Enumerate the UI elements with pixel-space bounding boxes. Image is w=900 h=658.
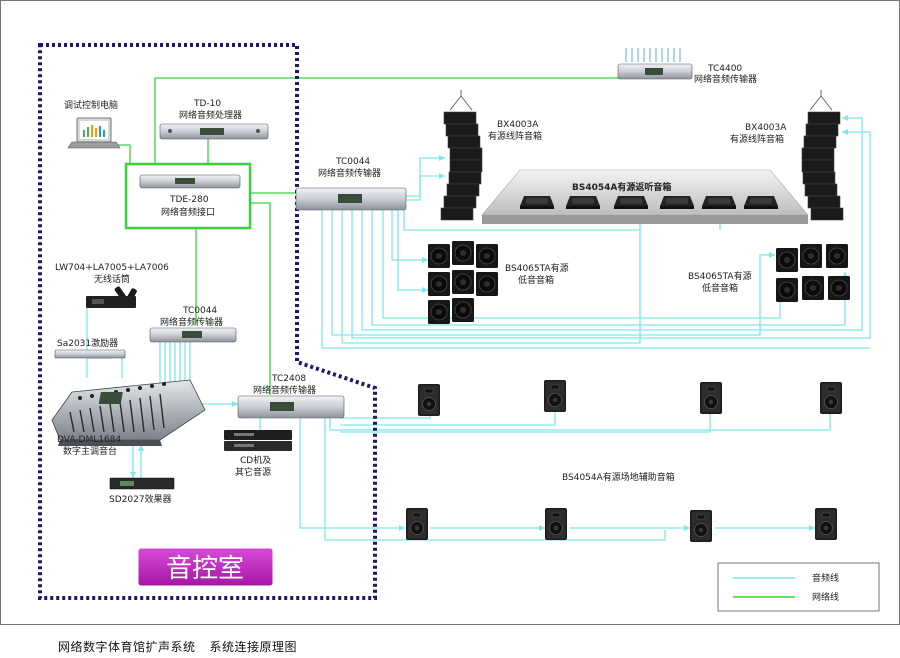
tc0044-upper-name: 网络音频传输器 xyxy=(318,167,381,179)
subwoofer-icon xyxy=(427,243,451,269)
wireless-mic-name: 无线话筒 xyxy=(94,273,130,285)
monitor-wedge-icon xyxy=(520,196,554,209)
line-array-left-name: 有源线阵音箱 xyxy=(488,130,542,142)
subwoofer-group-left[interactable] xyxy=(427,240,499,325)
subwoofer-icon xyxy=(427,271,451,297)
speaker-cabinet-icon xyxy=(689,509,713,543)
tc2408-name: 网络音频传输器 xyxy=(253,384,316,396)
tc0044-upper-model: TC0044 xyxy=(335,157,370,167)
tc2408-unit[interactable] xyxy=(237,395,345,419)
tc0044-lower-unit[interactable] xyxy=(149,327,237,343)
subwoofer-icon xyxy=(775,277,799,303)
control-room-label: 音控室 xyxy=(166,554,244,584)
mixer-model: DVA-DML1684 xyxy=(57,435,121,445)
rack-unit-icon xyxy=(109,477,175,490)
cd-label-1: CD机及 xyxy=(240,454,271,466)
speaker-cabinet-icon xyxy=(543,379,567,413)
sub-right-name-1: BS4065TA有源 xyxy=(688,270,752,282)
subwoofer-icon xyxy=(475,243,499,269)
speaker-cabinet-icon xyxy=(814,507,838,541)
monitor-wedge-icon xyxy=(566,196,600,209)
tc0044-lower-model: TC0044 xyxy=(182,306,217,316)
sub-right-name-2: 低音音箱 xyxy=(702,282,738,294)
speaker-cabinet-icon xyxy=(699,381,723,415)
cd-player-icon[interactable] xyxy=(224,430,292,451)
effects-label: SD2027效果器 xyxy=(109,493,172,505)
subwoofer-icon xyxy=(775,247,799,273)
subwoofer-icon xyxy=(825,243,849,269)
subwoofer-icon xyxy=(451,240,475,266)
subwoofer-icon xyxy=(799,243,823,269)
mixing-console-icon[interactable] xyxy=(51,379,206,446)
tde280-highlight-box xyxy=(124,162,252,230)
line-array-right[interactable] xyxy=(801,90,844,221)
line-array-left[interactable] xyxy=(440,90,483,221)
caption-subtitle: 系统连接原理图 xyxy=(209,640,298,654)
legend-audio-label: 音频线 xyxy=(812,572,839,584)
line-array-right-model: BX4003A xyxy=(745,123,787,133)
wireless-mic-model: LW704+LA7005+LA7006 xyxy=(55,263,169,273)
tc0044-upper-unit[interactable] xyxy=(295,187,407,211)
system-diagram: TC4400 网络音频传输器 调试控制电脑 TD-10 网络音频处理器 TDE-… xyxy=(38,43,880,612)
effects-unit[interactable] xyxy=(109,477,175,490)
speaker-cabinet-icon xyxy=(544,507,568,541)
rigging-frame-icon xyxy=(809,90,833,111)
subwoofer-icon xyxy=(451,269,475,295)
line-array-left-model: BX4003A xyxy=(497,120,539,130)
tc4400-unit[interactable] xyxy=(617,48,693,80)
sub-left-name-2: 低音音箱 xyxy=(518,274,554,286)
laptop-icon[interactable] xyxy=(67,117,121,149)
td10-model: TD-10 xyxy=(193,99,221,109)
caption-title: 网络数字体育馆扩声系统 xyxy=(58,640,196,654)
cd-label-2: 其它音源 xyxy=(235,466,271,478)
subwoofer-icon xyxy=(801,275,825,301)
td10-unit[interactable] xyxy=(159,123,269,140)
aux-speakers-label: BS4054A有源场地辅助音箱 xyxy=(562,471,675,483)
tc4400-model: TC4400 xyxy=(707,64,742,74)
legend: 音频线 网络线 xyxy=(717,562,880,612)
tc2408-model: TC2408 xyxy=(271,374,306,384)
pc-debug-label: 调试控制电脑 xyxy=(64,99,118,111)
tc4400-name: 网络音频传输器 xyxy=(694,73,757,85)
mixer-name: 数字主调音台 xyxy=(63,445,117,457)
control-room-badge xyxy=(137,547,274,587)
speaker-cabinet-icon xyxy=(819,381,843,415)
aux-speakers-row-2[interactable] xyxy=(405,507,838,543)
monitor-wedge-icon xyxy=(744,196,778,209)
exciter-unit[interactable] xyxy=(54,349,126,359)
subwoofer-icon xyxy=(827,275,851,301)
rigging-frame-icon xyxy=(449,90,473,111)
tc0044-lower-name: 网络音频传输器 xyxy=(160,316,223,328)
legend-network-label: 网络线 xyxy=(812,591,839,603)
line-array-right-name: 有源线阵音箱 xyxy=(730,133,784,145)
rack-unit-icon xyxy=(54,349,126,359)
monitor-wedge-icon xyxy=(660,196,694,209)
tde280-model: TDE-280 xyxy=(169,195,209,205)
monitor-wedge-icon xyxy=(702,196,736,209)
speaker-cabinet-icon xyxy=(417,383,441,417)
exciter-label: Sa2031激励器 xyxy=(57,337,118,349)
speaker-cabinet-icon xyxy=(405,507,429,541)
aux-speakers-row-1[interactable] xyxy=(417,379,843,417)
network-lines xyxy=(118,77,620,395)
subwoofer-group-right[interactable] xyxy=(775,243,851,303)
monitors-label: BS4054A有源返听音箱 xyxy=(572,181,671,193)
subwoofer-icon xyxy=(475,271,499,297)
subwoofer-icon xyxy=(427,299,451,325)
sub-left-name-1: BS4065TA有源 xyxy=(505,262,569,274)
subwoofer-icon xyxy=(451,297,475,323)
microphone-icon[interactable] xyxy=(86,286,138,308)
wireless-input-arrows-icon xyxy=(625,48,681,62)
diagram-caption: 网络数字体育馆扩声系统系统连接原理图 xyxy=(58,638,297,655)
monitor-wedge-icon xyxy=(614,196,648,209)
td10-name: 网络音频处理器 xyxy=(179,109,242,121)
tde280-name: 网络音频接口 xyxy=(161,206,215,218)
tde280-unit[interactable] xyxy=(139,174,241,189)
control-room-border xyxy=(38,43,377,600)
